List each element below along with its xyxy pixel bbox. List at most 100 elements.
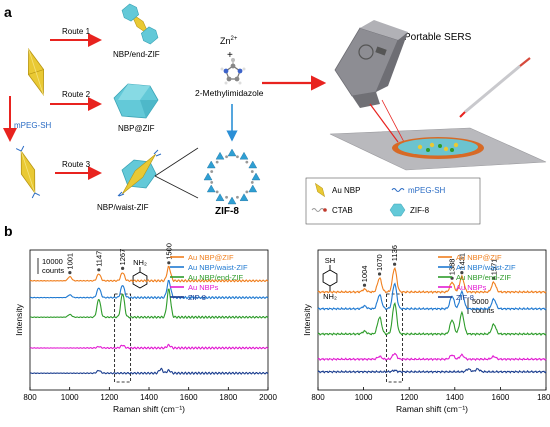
zif8-tetrahedron [239,193,249,201]
route-2-label: Route 2 [62,90,91,99]
x-tick-label: 800 [311,393,325,402]
peak-label: 1431 [457,253,466,270]
scale-bar-label: counts [42,266,64,275]
x-tick-label: 1400 [140,393,158,402]
peak-marker [492,276,496,280]
molecule-top-group: NH₂ [133,258,147,267]
peak-label: 1004 [360,266,369,283]
molecule-top-group: SH [325,256,335,265]
zif8-linker [236,155,239,159]
plus-sign: + [227,50,233,61]
route-3-label: Route 3 [62,160,91,169]
legend-label: ZIF-8 [188,293,206,302]
zif8-tetrahedron [239,151,249,160]
x-tick-label: 1200 [400,393,418,402]
panel-a-letter: a [4,4,12,20]
end-zif-product-icon [121,3,159,45]
legend-label: Au NBP/waist-ZIF [188,263,248,272]
zif8-linker [250,181,254,184]
peak-marker [362,283,367,287]
peak-label: 1001 [65,253,74,270]
zif8-linker [236,195,239,199]
zif8-linker [215,160,219,164]
peak-label: 1147 [94,251,103,267]
series-line [317,282,547,311]
series-line [29,367,269,376]
peg-chain-icon [391,187,405,193]
x-tick-label: 1600 [180,393,198,402]
peg-bipyramid-icon [15,145,41,199]
legend-label: Au NBP/waist-ZIF [456,263,516,272]
peak-marker [393,262,397,266]
x-tick-label: 800 [23,393,37,402]
methylimidazole-molecule-icon [220,58,246,85]
raman-chart-aminothiophenol: 80010001200140016001800Raman shift (cm⁻¹… [302,245,550,414]
zif8-tetrahedron [251,172,261,181]
zif8-tetrahedron [215,151,225,160]
plot-frame [317,249,547,391]
core-shell-product-icon [113,83,159,119]
route-1-label: Route 1 [62,27,91,36]
zif8-tetrahedron [248,160,258,169]
peak-label: 1136 [390,245,399,261]
scale-bar-label: 5000 [472,297,489,306]
x-tick-label: 1800 [219,393,237,402]
peak-marker [97,268,101,272]
zif8-linker [225,155,228,159]
x-tick-label: 1000 [355,393,373,402]
zoom-line [154,175,199,199]
zinc-ion-label: Zn2+ [220,36,238,46]
zif8-linker [210,181,214,184]
x-tick-label: 1400 [446,393,464,402]
legend-ctab: CTAB [332,206,353,215]
series-line [317,267,547,294]
series-line [317,352,547,362]
x-axis-label: Raman shift (cm⁻¹) [113,404,185,414]
peak-marker [167,261,171,265]
scale-bar-label: counts [472,306,494,315]
series-line [317,301,547,336]
panel-b-letter: b [4,223,13,239]
x-tick-label: 1000 [61,393,79,402]
zif8-linker [225,195,228,199]
portable-sers-device-icon [329,20,547,171]
waist-zif-product-icon [117,149,162,197]
legend-label: Au NBP@ZIF [188,253,234,262]
scale-bar-label: 10000 [42,257,63,266]
legend-label: Au NBP@ZIF [456,253,502,262]
zif8-tetrahedron [215,193,225,201]
x-tick-label: 1800 [537,393,550,402]
molecule-bottom-group: NH₂ [323,292,337,301]
zif-crystal-icon [389,203,406,217]
series-line [29,288,269,320]
benzene-ring-icon [322,269,338,287]
zif8-linker [245,160,249,164]
peak-label: 1571 [489,259,498,276]
peak-label: 1070 [375,254,384,271]
zif8-linker [245,190,249,194]
peak-label: 1388 [448,259,457,276]
x-tick-label: 1200 [100,393,118,402]
zif8-framework-icon [203,148,261,205]
zif8-tetrahedron [206,184,216,193]
legend-au-nbp: Au NBP [332,186,360,195]
mpeg-sh-label: mPEG-SH [14,121,52,130]
y-axis-label: Intensity [14,303,24,335]
peak-label: 1267 [118,249,127,266]
zif8-label: ZIF-8 [215,206,239,217]
legend-zif8: ZIF-8 [410,206,430,215]
zif8-linker [210,170,214,173]
highlight-box [114,293,132,383]
series-line [317,367,547,374]
peak-marker [68,271,72,275]
peak-marker [121,266,125,270]
series-line [29,279,269,300]
zif8-tetrahedron [206,160,216,169]
zoom-line [154,147,199,177]
zif8-tetrahedron [227,196,237,205]
ctab-chain-icon [311,208,327,212]
series-line [29,265,269,283]
portable-sers-label: Portable SERS [404,32,472,43]
